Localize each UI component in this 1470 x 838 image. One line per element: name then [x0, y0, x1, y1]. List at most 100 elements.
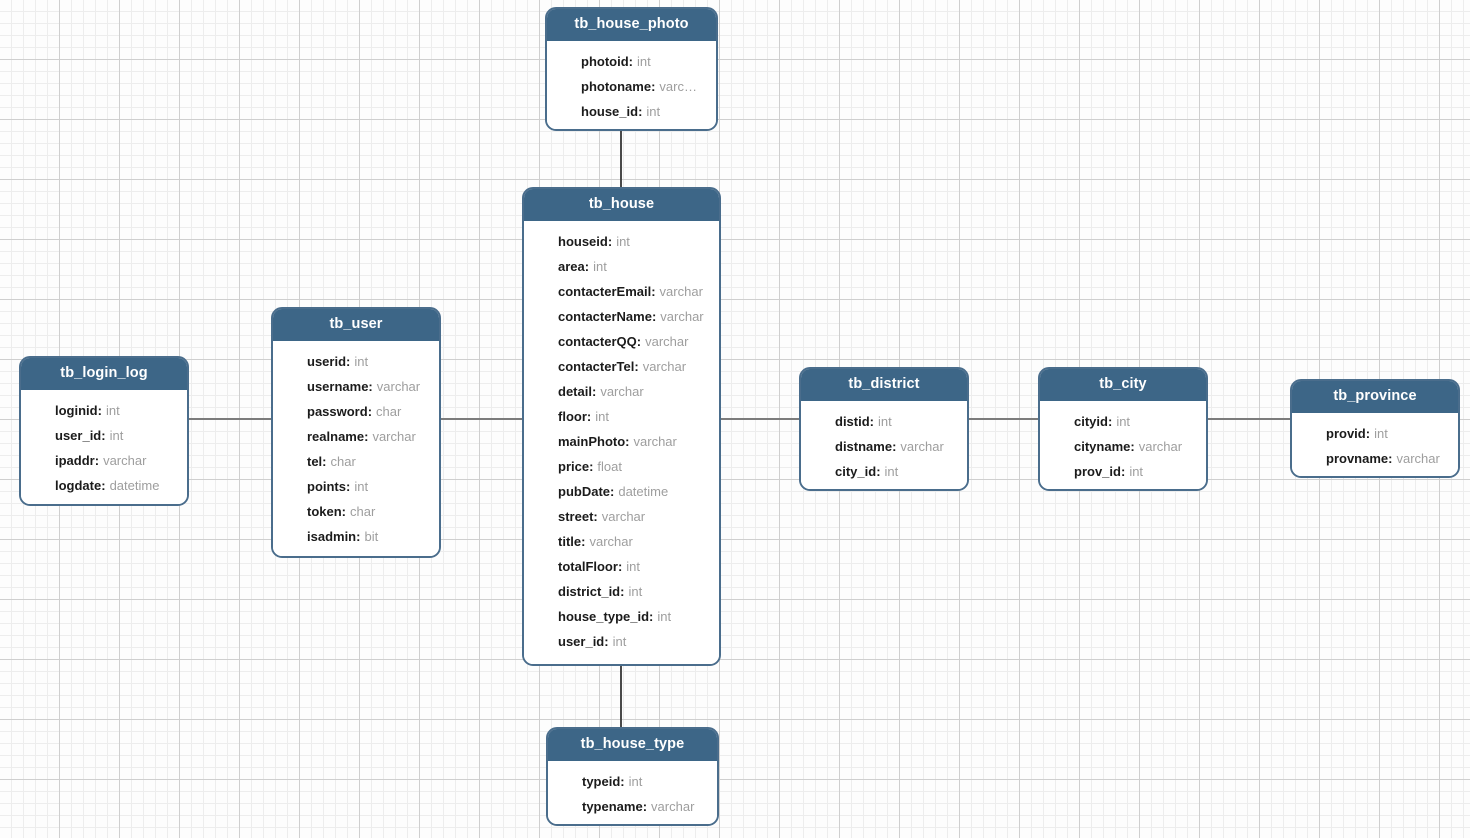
field-type: int — [626, 559, 641, 575]
field-name: distid — [835, 414, 870, 430]
field-row[interactable]: floor:int — [524, 404, 719, 429]
field-row[interactable]: isadmin:bit — [273, 524, 439, 549]
field-name: tel — [307, 454, 323, 470]
field-type: varchar — [372, 429, 416, 445]
field-name: price — [558, 459, 590, 475]
field-name: contacterTel — [558, 359, 635, 375]
connector-house-to-district[interactable] — [720, 418, 799, 420]
field-row[interactable]: price:float — [524, 454, 719, 479]
field-row[interactable]: city_id:int — [801, 459, 967, 484]
field-row[interactable]: username:varchar — [273, 374, 439, 399]
field-name: district_id — [558, 584, 621, 600]
field-row[interactable]: password:char — [273, 399, 439, 424]
field-type: bit — [364, 529, 379, 545]
field-type: int — [878, 414, 892, 430]
field-name: typename — [582, 799, 643, 815]
field-name: mainPhoto — [558, 434, 626, 450]
field-row[interactable]: contacterTel:varchar — [524, 354, 719, 379]
field-separator: : — [101, 478, 106, 494]
field-name: area — [558, 259, 585, 275]
field-name: pubDate — [558, 484, 610, 500]
field-row[interactable]: photoid:int — [547, 49, 716, 74]
field-row[interactable]: mainPhoto:varchar — [524, 429, 719, 454]
connector-district-to-city[interactable] — [969, 418, 1038, 420]
field-row[interactable]: userid:int — [273, 349, 439, 374]
field-row[interactable]: street:varchar — [524, 504, 719, 529]
field-row[interactable]: photoname:varc… — [547, 74, 716, 99]
field-row[interactable]: cityname:varchar — [1040, 434, 1206, 459]
connector-city-to-province[interactable] — [1208, 418, 1290, 420]
field-row[interactable]: district_id:int — [524, 579, 719, 604]
field-row[interactable]: points:int — [273, 474, 439, 499]
field-row[interactable]: house_id:int — [547, 99, 716, 124]
field-row[interactable]: pubDate:datetime — [524, 479, 719, 504]
field-row[interactable]: detail:varchar — [524, 379, 719, 404]
field-row[interactable]: loginid:int — [21, 398, 187, 423]
field-row[interactable]: house_type_id:int — [524, 604, 719, 629]
field-type: varchar — [103, 453, 147, 469]
field-row[interactable]: houseid:int — [524, 229, 719, 254]
field-type: varchar — [589, 534, 633, 550]
field-row[interactable]: totalFloor:int — [524, 554, 719, 579]
field-name: photoname — [581, 79, 652, 95]
field-row[interactable]: token:char — [273, 499, 439, 524]
field-type: char — [376, 404, 402, 420]
field-row[interactable]: typeid:int — [548, 769, 717, 794]
connector-user-to-house[interactable] — [441, 418, 522, 420]
field-name: userid — [307, 354, 347, 370]
field-separator: : — [322, 454, 327, 470]
field-name: user_id — [55, 428, 102, 444]
field-type: int — [628, 774, 643, 790]
field-row[interactable]: distname:varchar — [801, 434, 967, 459]
field-type: varchar — [651, 799, 695, 815]
field-type: int — [595, 409, 609, 425]
field-row[interactable]: distid:int — [801, 409, 967, 434]
field-type: float — [597, 459, 622, 475]
field-row[interactable]: cityid:int — [1040, 409, 1206, 434]
field-name: contacterEmail — [558, 284, 652, 300]
field-row[interactable]: provid:int — [1292, 421, 1458, 446]
entity-title-tb_house: tb_house — [524, 189, 719, 222]
field-row[interactable]: area:int — [524, 254, 719, 279]
field-row[interactable]: title:varchar — [524, 529, 719, 554]
connector-login_log-to-user[interactable] — [189, 418, 271, 420]
field-row[interactable]: prov_id:int — [1040, 459, 1206, 484]
field-name: houseid — [558, 234, 608, 250]
field-row[interactable]: provname:varchar — [1292, 446, 1458, 471]
field-name: provid — [1326, 426, 1366, 442]
field-row[interactable]: typename:varchar — [548, 794, 717, 819]
connector-house-to-house_type[interactable] — [620, 666, 622, 727]
field-type: datetime — [109, 478, 160, 494]
field-name: typeid — [582, 774, 621, 790]
field-type: datetime — [618, 484, 669, 500]
field-row[interactable]: contacterQQ:varchar — [524, 329, 719, 354]
field-type: int — [109, 428, 124, 444]
field-row[interactable]: logdate:datetime — [21, 473, 187, 498]
entity-title-tb_district: tb_district — [801, 369, 967, 402]
field-type: int — [657, 609, 672, 625]
field-row[interactable]: contacterEmail:varchar — [524, 279, 719, 304]
field-name: street — [558, 509, 594, 525]
connector-house_photo-to-house[interactable] — [620, 131, 622, 188]
field-row[interactable]: tel:char — [273, 449, 439, 474]
field-row[interactable]: ipaddr:varchar — [21, 448, 187, 473]
field-row[interactable]: user_id:int — [524, 629, 719, 654]
field-row[interactable]: user_id:int — [21, 423, 187, 448]
field-row[interactable]: contacterName:varchar — [524, 304, 719, 329]
field-type: varchar — [376, 379, 421, 395]
field-row[interactable]: realname:varchar — [273, 424, 439, 449]
entity-title-tb_user: tb_user — [273, 309, 439, 342]
field-type: int — [593, 259, 607, 275]
